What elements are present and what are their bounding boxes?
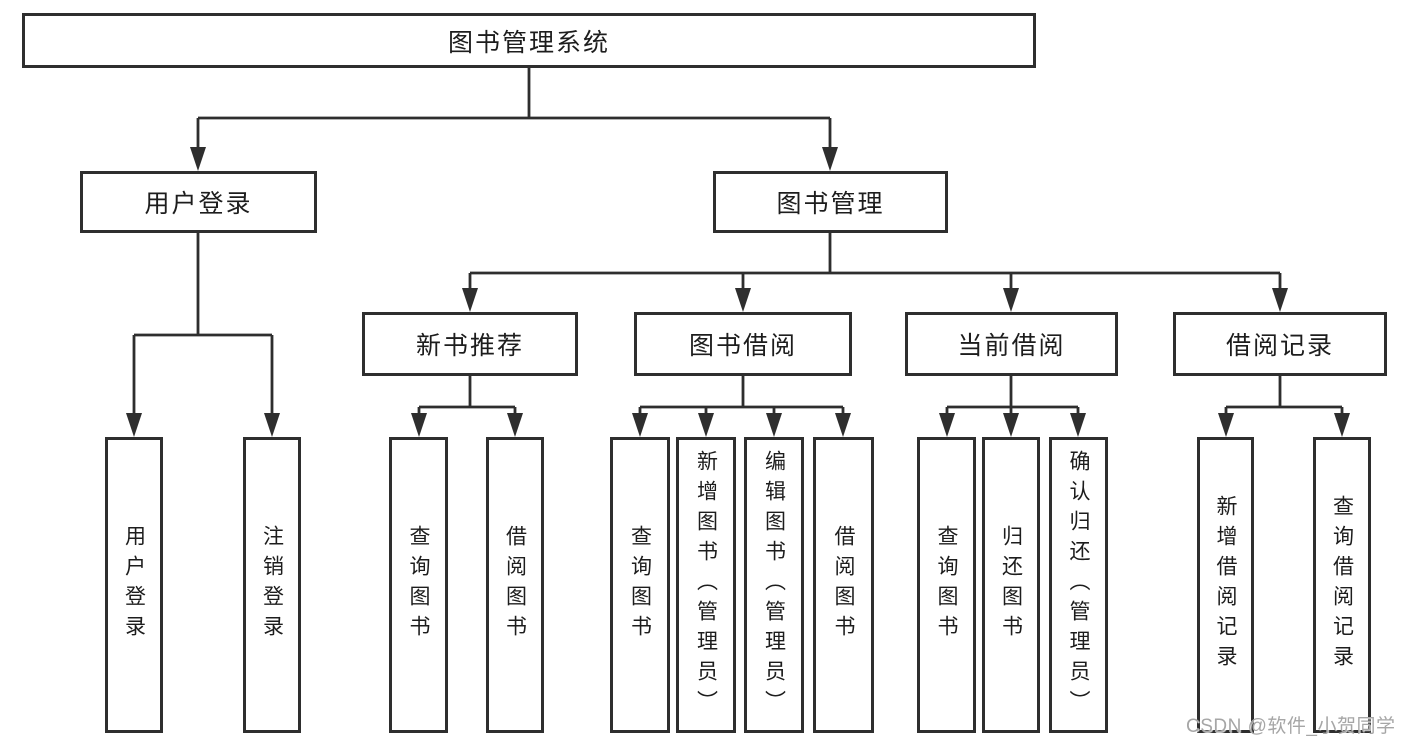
leaf-borrow-query-book: 查询图书 (610, 437, 670, 733)
node-label: 确认归还（管理员） (1067, 450, 1090, 720)
node-label: 新书推荐 (415, 332, 524, 360)
node-label: 查询图书 (628, 525, 652, 645)
node-user-login: 用户登录 (80, 171, 317, 233)
leaf-confirm-return-admin: 确认归还（管理员） (1049, 437, 1108, 733)
node-label: 用户登录 (122, 525, 146, 645)
leaf-recommend-query-book: 查询图书 (389, 437, 448, 733)
node-label: 归还图书 (999, 525, 1023, 645)
leaf-add-borrow-record: 新增借阅记录 (1197, 437, 1254, 733)
node-root-system: 图书管理系统 (22, 13, 1036, 68)
leaf-return-book: 归还图书 (982, 437, 1040, 733)
node-book-borrow: 图书借阅 (634, 312, 852, 376)
node-label: 查询图书 (935, 525, 958, 645)
node-label: 新增借阅记录 (1214, 495, 1237, 675)
node-label: 图书管理系统 (447, 28, 610, 57)
leaf-edit-book-admin: 编辑图书（管理员） (744, 437, 804, 733)
node-new-book-recommend: 新书推荐 (362, 312, 578, 376)
node-label: 查询图书 (407, 525, 430, 645)
node-label: 当前借阅 (957, 332, 1066, 360)
node-label: 图书借阅 (688, 332, 797, 360)
leaf-recommend-borrow-book: 借阅图书 (486, 437, 544, 733)
node-book-management: 图书管理 (713, 171, 948, 233)
node-label: 用户登录 (144, 190, 253, 218)
arrowheads (126, 147, 1350, 437)
node-label: 图书管理 (776, 190, 885, 218)
node-borrow-record: 借阅记录 (1173, 312, 1387, 376)
node-label: 注销登录 (260, 525, 284, 645)
csdn-watermark: CSDN @软件_小贺同学 (1186, 716, 1396, 737)
node-label: 编辑图书（管理员） (762, 450, 786, 720)
leaf-logout: 注销登录 (243, 437, 301, 733)
leaf-borrow-book: 借阅图书 (813, 437, 874, 733)
node-label: 借阅图书 (832, 525, 855, 645)
leaf-user-login: 用户登录 (105, 437, 163, 733)
leaf-add-book-admin: 新增图书（管理员） (676, 437, 736, 733)
node-label: 查询借阅记录 (1330, 495, 1354, 675)
leaf-current-query-book: 查询图书 (917, 437, 976, 733)
leaf-query-borrow-record: 查询借阅记录 (1313, 437, 1371, 733)
node-current-borrow: 当前借阅 (905, 312, 1118, 376)
node-label: 借阅图书 (503, 525, 527, 645)
node-label: 新增图书（管理员） (694, 450, 718, 720)
node-label: 借阅记录 (1225, 332, 1334, 360)
